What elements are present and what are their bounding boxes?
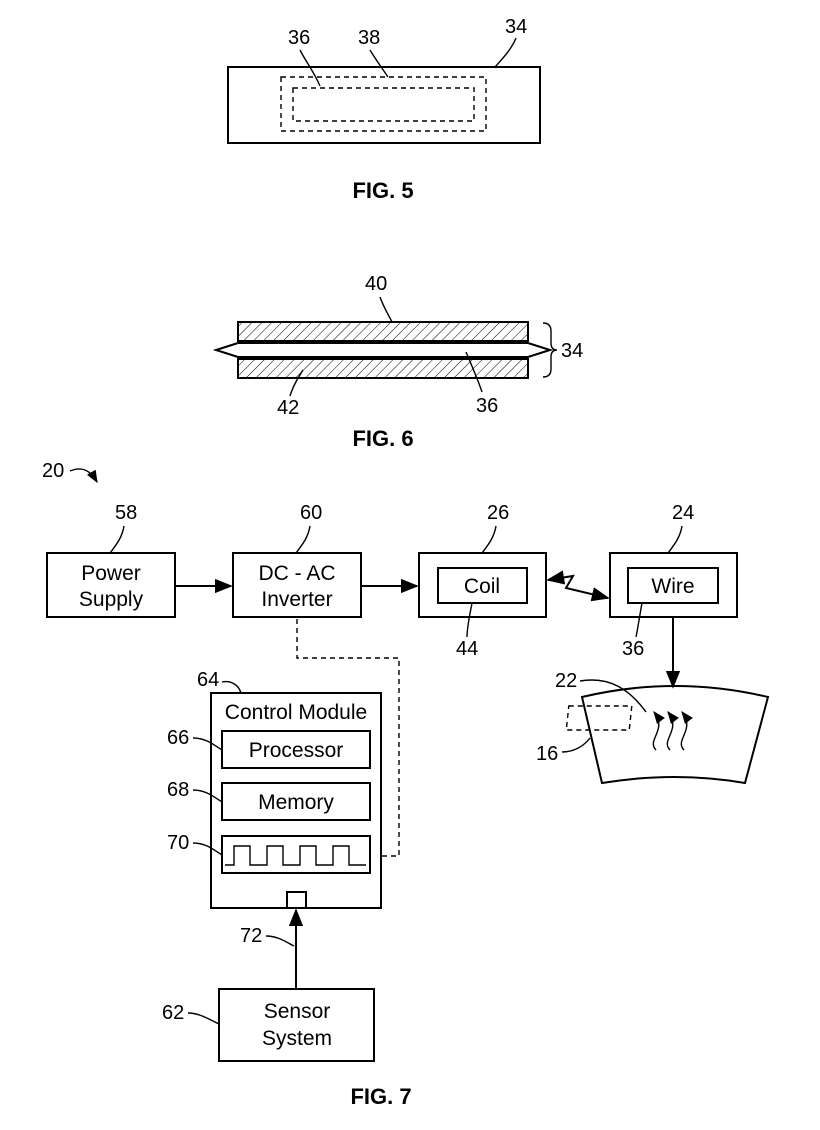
- square-wave-signal: [225, 845, 366, 866]
- ref-38-label: 38: [358, 27, 380, 49]
- sensor-system-label-line2: System: [262, 1027, 332, 1050]
- leader-70: [192, 842, 223, 856]
- memory-block: [221, 782, 371, 821]
- leader-22: [579, 679, 647, 713]
- ref-34-label-fig6: 34: [561, 340, 583, 362]
- ref-34-label: 34: [505, 16, 527, 38]
- inverter-block: [232, 552, 362, 618]
- dashed-inner-36: [292, 87, 475, 122]
- power-supply-label-line2: Supply: [79, 588, 144, 611]
- sensor-system-block: [218, 988, 375, 1062]
- wire-inner-box: [627, 567, 719, 604]
- ref-16-label: 16: [536, 743, 558, 765]
- memory-label: Memory: [258, 791, 334, 814]
- ref-36-label-fig6: 36: [476, 395, 498, 417]
- leader-34: [494, 37, 517, 68]
- brace-34: [542, 322, 558, 378]
- leader-58: [109, 525, 125, 554]
- wireless-link-symbol: [546, 570, 610, 602]
- ref-36-label: 36: [288, 27, 310, 49]
- power-supply-label-line1: Power: [81, 562, 141, 585]
- leader-16: [561, 737, 591, 753]
- leader-62: [187, 1012, 220, 1025]
- inverter-label-line1: DC - AC: [258, 562, 335, 585]
- leader-60: [295, 525, 311, 554]
- fig7-caption: FIG. 7: [350, 1084, 411, 1109]
- ref-44-label: 44: [456, 638, 478, 660]
- leader-36: [299, 49, 321, 87]
- ref-36-label-fig7: 36: [622, 638, 644, 660]
- leader-66: [192, 737, 223, 751]
- strip-34: [227, 66, 541, 144]
- leader-26: [481, 525, 497, 554]
- upper-layer-40: [237, 321, 529, 342]
- fig5-caption: FIG. 5: [352, 178, 413, 203]
- leader-38: [369, 49, 389, 78]
- figure-7: 20 Power Supply 58 DC - AC Inverter 60 C…: [42, 460, 770, 1109]
- heat-arrow-3: [680, 711, 693, 751]
- ref-24-label: 24: [672, 502, 694, 524]
- heat-arrow-1: [652, 711, 665, 751]
- sensor-input-port: [286, 891, 307, 909]
- inverter-label-line2: Inverter: [261, 588, 332, 611]
- heat-arrow-2: [666, 711, 679, 751]
- target-part-16: [580, 685, 770, 785]
- leader-42: [289, 369, 304, 397]
- leader-40: [379, 296, 393, 323]
- ref-68-label: 68: [167, 779, 189, 801]
- leader-20-arrow: [69, 468, 98, 484]
- wire-label: Wire: [651, 575, 694, 598]
- figure-5: 36 38 34 FIG. 5: [227, 16, 541, 203]
- power-supply-block: [46, 552, 176, 618]
- sensor-system-label-line1: Sensor: [264, 1000, 331, 1023]
- leader-36-fig6: [465, 351, 483, 393]
- ref-40-label: 40: [365, 273, 387, 295]
- leader-36-fig7: [635, 602, 643, 638]
- ref-72-label: 72: [240, 925, 262, 947]
- leader-44: [466, 602, 473, 638]
- pwm-signal-block: [221, 835, 371, 874]
- leader-64: [221, 680, 242, 694]
- leader-72: [265, 935, 295, 947]
- leader-68: [192, 789, 223, 803]
- leader-24: [667, 525, 683, 554]
- coil-label: Coil: [464, 575, 500, 598]
- ref-64-label: 64: [197, 669, 219, 691]
- dashed-outer-38: [280, 76, 487, 132]
- control-module-title: Control Module: [225, 701, 367, 724]
- ref-70-label: 70: [167, 832, 189, 854]
- fig6-caption: FIG. 6: [352, 426, 413, 451]
- ref-62-label: 62: [162, 1002, 184, 1024]
- heated-zone-22: [565, 705, 633, 731]
- processor-label: Processor: [249, 739, 344, 762]
- ref-60-label: 60: [300, 502, 322, 524]
- ref-66-label: 66: [167, 727, 189, 749]
- coil-inner-box: [437, 567, 528, 604]
- figure-6: 40 34 42 36 FIG. 6: [212, 273, 583, 451]
- ref-58-label: 58: [115, 502, 137, 524]
- lower-layer-42: [237, 358, 529, 379]
- ref-42-label: 42: [277, 397, 299, 419]
- ref-20-label: 20: [42, 460, 64, 482]
- middle-conductor-36: [212, 342, 554, 358]
- ref-26-label: 26: [487, 502, 509, 524]
- ref-22-label: 22: [555, 670, 577, 692]
